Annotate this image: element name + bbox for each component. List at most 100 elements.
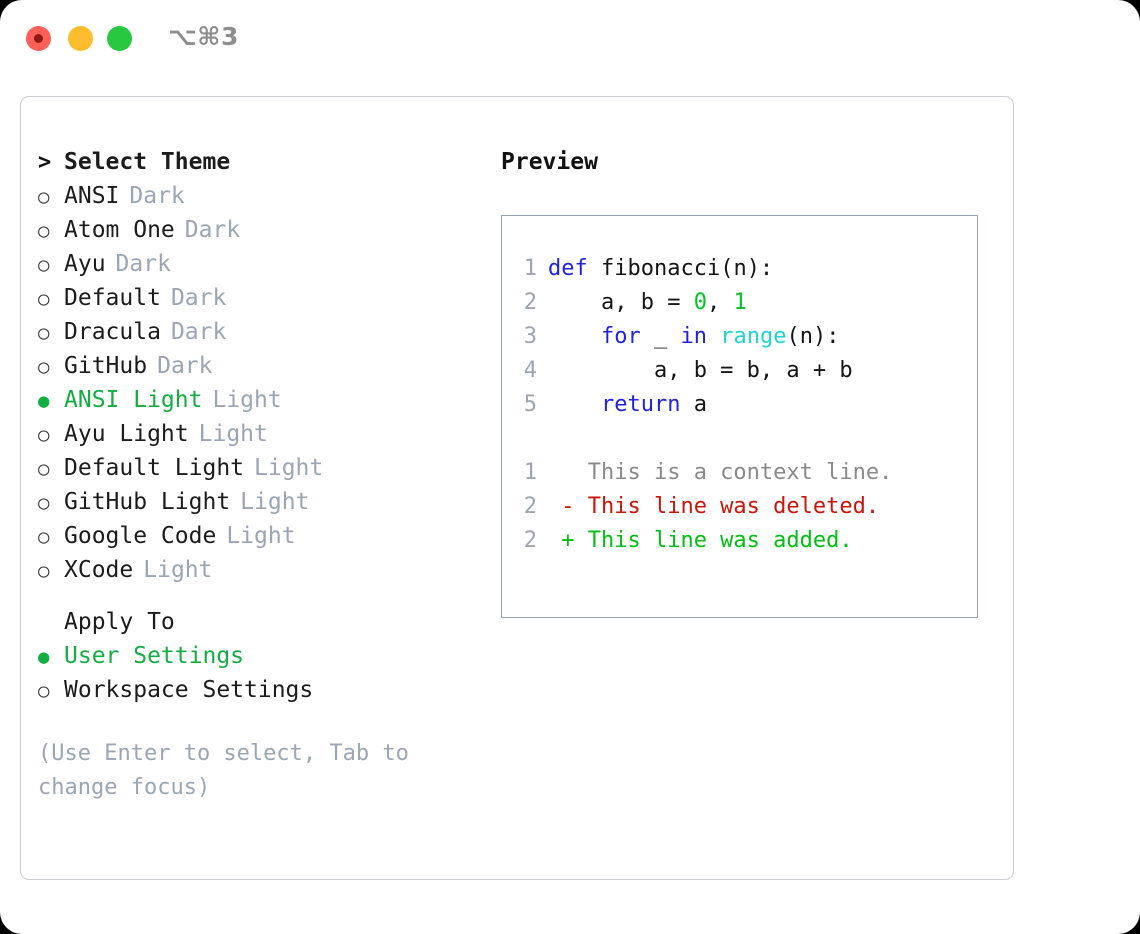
theme-option-variant: Dark bbox=[157, 353, 213, 379]
apply-to-header: ○ Apply To bbox=[38, 605, 468, 639]
code-token-plain bbox=[548, 324, 601, 349]
code-token-num: 0 bbox=[693, 290, 707, 315]
theme-option-label: Default Light bbox=[64, 455, 245, 481]
radio-unselected-icon: ○ bbox=[38, 288, 50, 310]
close-button[interactable] bbox=[26, 26, 51, 51]
diff-line-text: This is a context line. bbox=[548, 460, 893, 485]
theme-option-label: ANSI bbox=[64, 183, 120, 209]
radio-unselected-icon: ○ bbox=[38, 322, 50, 344]
code-token-kw: return bbox=[600, 392, 681, 417]
apply-to-option-label: Workspace Settings bbox=[64, 677, 314, 703]
diff-spacer bbox=[502, 422, 977, 456]
theme-option-google-code[interactable]: ○ Google Code Light bbox=[38, 519, 468, 553]
theme-option-label: ANSI Light bbox=[64, 387, 203, 413]
radio-unselected-icon: ○ bbox=[38, 560, 50, 582]
theme-option-label: Default bbox=[64, 285, 161, 311]
theme-option-ansi-light[interactable]: ● ANSI Light Light bbox=[38, 383, 468, 417]
theme-option-label: Dracula bbox=[64, 319, 161, 345]
code-token-plain: (n): bbox=[786, 324, 840, 349]
code-token-plain bbox=[707, 324, 720, 349]
apply-to-option-user-settings[interactable]: ● User Settings bbox=[38, 639, 468, 673]
theme-option-default[interactable]: ○ Default Dark bbox=[38, 281, 468, 315]
code-line: 2 a, b = 0, 1 bbox=[502, 286, 977, 320]
code-line: 3 for _ in range(n): bbox=[502, 320, 977, 354]
apply-to-option-label: User Settings bbox=[64, 643, 245, 669]
code-token-plain bbox=[548, 392, 601, 417]
theme-option-label: GitHub bbox=[64, 353, 148, 379]
radio-selected-icon: ● bbox=[38, 390, 50, 412]
code-line-number: 2 bbox=[523, 290, 537, 315]
keyboard-hint-text: (Use Enter to select, Tab to change focu… bbox=[38, 741, 409, 800]
theme-option-default-light[interactable]: ○ Default Light Light bbox=[38, 451, 468, 485]
code-token-kw: for bbox=[600, 324, 641, 349]
select-theme-title: Select Theme bbox=[64, 149, 231, 175]
title-bar: ⌥⌘3 bbox=[0, 0, 1140, 78]
code-line-text: return a bbox=[548, 388, 707, 422]
code-token-plain: fibonacci(n): bbox=[587, 256, 774, 281]
maximize-button[interactable] bbox=[107, 26, 132, 51]
radio-selected-icon: ● bbox=[38, 646, 50, 668]
theme-option-label: XCode bbox=[64, 557, 134, 583]
theme-option-variant: Dark bbox=[170, 285, 227, 311]
radio-unselected-icon: ○ bbox=[38, 186, 50, 208]
preview-title: Preview bbox=[501, 149, 598, 175]
theme-option-variant: Light bbox=[240, 489, 310, 515]
radio-unselected-icon: ○ bbox=[38, 254, 50, 276]
code-line: 4 a, b = b, a + b bbox=[502, 354, 977, 388]
code-line-text: a, b = 0, 1 bbox=[548, 286, 747, 320]
radio-unselected-icon: ○ bbox=[38, 356, 50, 378]
diff-line-text: - This line was deleted. bbox=[548, 494, 880, 519]
theme-option-label: Ayu bbox=[64, 251, 106, 277]
code-token-plain: a, b = bbox=[548, 290, 694, 315]
radio-unselected-icon: ○ bbox=[38, 458, 50, 480]
theme-option-variant: Dark bbox=[184, 217, 241, 243]
apply-to-option-workspace-settings[interactable]: ○Workspace Settings bbox=[38, 673, 468, 707]
code-token-num: 1 bbox=[733, 290, 747, 315]
diff-line-ctx: 1 This is a context line. bbox=[502, 456, 977, 490]
diff-line-number: 2 bbox=[523, 528, 537, 553]
theme-option-label: Google Code bbox=[64, 523, 217, 549]
radio-unselected-icon: ○ bbox=[38, 492, 50, 514]
theme-option-variant: Dark bbox=[170, 319, 227, 345]
code-line-text: a, b = b, a + b bbox=[548, 354, 853, 388]
code-token-kw: def bbox=[548, 256, 588, 281]
keyboard-shortcut-label: ⌥⌘3 bbox=[168, 22, 239, 51]
theme-option-label: Ayu Light bbox=[64, 421, 189, 447]
theme-option-github[interactable]: ○ GitHub Dark bbox=[38, 349, 468, 383]
cursor-arrow-icon: > bbox=[38, 150, 52, 175]
diff-line-text: + This line was added. bbox=[548, 528, 853, 553]
apply-to-list: ● User Settings ○Workspace Settings bbox=[38, 639, 468, 707]
code-line: 5 return a bbox=[502, 388, 977, 422]
apply-to-title: Apply To bbox=[64, 609, 175, 635]
select-theme-header: > Select Theme bbox=[38, 145, 468, 179]
diff-line-del: 2 - This line was deleted. bbox=[502, 490, 977, 524]
diff-line-number: 2 bbox=[523, 494, 537, 519]
blank-marker-icon: ○ bbox=[38, 606, 64, 640]
theme-option-xcode[interactable]: ○ XCode Light bbox=[38, 553, 468, 587]
diff-sample: 1 This is a context line.2 - This line w… bbox=[502, 456, 977, 558]
code-line-text: def fibonacci(n): bbox=[548, 252, 773, 286]
code-token-fn: range bbox=[720, 324, 787, 349]
code-token-plain: a, b = b, a + b bbox=[548, 358, 853, 383]
diff-line-add: 2 + This line was added. bbox=[502, 524, 977, 558]
code-line-number: 5 bbox=[523, 392, 537, 417]
theme-option-dracula[interactable]: ○ Dracula Dark bbox=[38, 315, 468, 349]
theme-option-variant: Light bbox=[212, 387, 282, 413]
theme-option-variant: Light bbox=[143, 557, 213, 583]
minimize-button[interactable] bbox=[68, 26, 93, 51]
code-token-plain: _ bbox=[640, 324, 681, 349]
theme-option-variant: Light bbox=[254, 455, 324, 481]
diff-line-number: 1 bbox=[523, 460, 537, 485]
theme-option-variant: Light bbox=[226, 523, 296, 549]
radio-unselected-icon: ○ bbox=[38, 526, 50, 548]
